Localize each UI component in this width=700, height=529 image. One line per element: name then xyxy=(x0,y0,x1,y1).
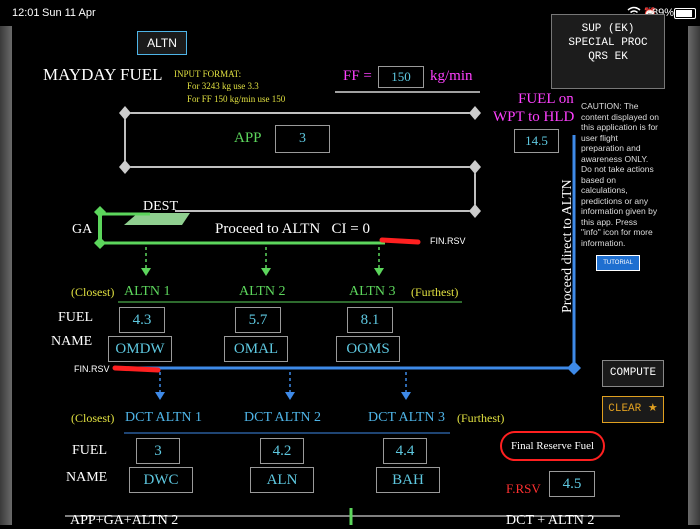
left-scroll-edge xyxy=(0,26,12,525)
altn-furthest-label: (Furthest) xyxy=(411,285,459,299)
dct-altn-1-label: DCT ALTN 1 xyxy=(125,410,203,425)
tutorial-button[interactable]: TUTORIAL xyxy=(596,255,640,271)
input-format-line-1: For 3243 kg use 3.3 xyxy=(187,81,259,91)
input-format-heading: INPUT FORMAT: xyxy=(174,69,242,79)
fin-rsv-lower-label: FIN.RSV xyxy=(74,364,110,374)
compute-button[interactable]: COMPUTE xyxy=(602,360,664,387)
app-input[interactable]: 3 xyxy=(275,125,330,153)
f-rsv-label: F.RSV xyxy=(506,481,541,496)
dct-altn-3-name[interactable]: BAH xyxy=(376,467,440,493)
dct-altn-1-fuel[interactable]: 3 xyxy=(136,438,180,464)
sup-line-3: QRS EK xyxy=(588,51,628,63)
star-icon: ★ xyxy=(647,403,658,415)
input-format-line-2: For FF 150 kg/min use 150 xyxy=(187,94,286,104)
altn-closest-label: (Closest) xyxy=(71,285,115,299)
dest-label: DEST xyxy=(143,199,178,214)
altn-button[interactable]: ALTN xyxy=(137,31,187,55)
bottom-right-label: DCT + ALTN 2 xyxy=(506,513,595,528)
altn-2-name[interactable]: OMAL xyxy=(224,336,288,362)
altn-3-label: ALTN 3 xyxy=(349,284,396,299)
dct-name-label: NAME xyxy=(66,470,108,485)
dct-altn-1-name[interactable]: DWC xyxy=(129,467,193,493)
altn-2-label: ALTN 2 xyxy=(239,284,286,299)
sup-line-2: SPECIAL PROC xyxy=(568,37,648,49)
proceed-to-altn-label: Proceed to ALTN CI = 0 xyxy=(215,221,370,237)
page-title: MAYDAY FUEL xyxy=(43,65,163,84)
wpt-to-hld-label: WPT to HLD xyxy=(493,109,575,125)
ff-label: FF = xyxy=(343,68,372,84)
dct-closest-label: (Closest) xyxy=(71,411,115,425)
altn-fuel-label: FUEL xyxy=(58,310,93,325)
status-date: Sun 11 Apr xyxy=(42,7,96,19)
altn-2-fuel[interactable]: 5.7 xyxy=(235,307,281,333)
fuel-wpt-input[interactable]: 14.5 xyxy=(514,129,559,153)
status-time: 12:01 xyxy=(12,7,40,19)
ff-unit: kg/min xyxy=(430,68,473,84)
altn-1-label: ALTN 1 xyxy=(124,284,171,299)
battery-icon xyxy=(674,8,696,19)
altn-name-label: NAME xyxy=(51,334,93,349)
dct-furthest-label: (Furthest) xyxy=(457,411,505,425)
right-scroll-edge xyxy=(688,26,700,525)
dct-altn-3-fuel[interactable]: 4.4 xyxy=(383,438,427,464)
fin-rsv-label: FIN.RSV xyxy=(430,236,466,246)
clear-button[interactable]: CLEAR ★ xyxy=(602,396,664,423)
clear-label: CLEAR xyxy=(608,403,642,415)
dct-fuel-label: FUEL xyxy=(72,443,107,458)
altn-3-fuel[interactable]: 8.1 xyxy=(347,307,393,333)
ga-label: GA xyxy=(72,222,93,237)
app-label: APP xyxy=(234,130,262,146)
altn-3-name[interactable]: OOMS xyxy=(336,336,400,362)
sup-line-1: SUP (EK) xyxy=(581,23,635,35)
caution-text: CAUTION: The content displayed on this a… xyxy=(581,101,659,248)
dct-altn-2-fuel[interactable]: 4.2 xyxy=(260,438,304,464)
dct-altn-2-label: DCT ALTN 2 xyxy=(244,410,322,425)
final-reserve-fuel-button[interactable]: Final Reserve Fuel xyxy=(500,431,605,461)
f-rsv-input[interactable]: 4.5 xyxy=(549,471,595,497)
dct-altn-3-label: DCT ALTN 3 xyxy=(368,410,446,425)
fuel-on-label: FUEL on xyxy=(518,91,574,107)
bottom-left-label: APP+GA+ALTN 2 xyxy=(70,513,179,528)
altn-1-name[interactable]: OMDW xyxy=(108,336,172,362)
altn-1-fuel[interactable]: 4.3 xyxy=(119,307,165,333)
proceed-direct-label: Proceed direct to ALTN xyxy=(560,179,575,313)
ff-input[interactable]: 150 xyxy=(378,66,424,88)
sup-special-proc-button[interactable]: SUP (EK) SPECIAL PROC QRS EK xyxy=(551,14,665,89)
dct-altn-2-name[interactable]: ALN xyxy=(250,467,314,493)
